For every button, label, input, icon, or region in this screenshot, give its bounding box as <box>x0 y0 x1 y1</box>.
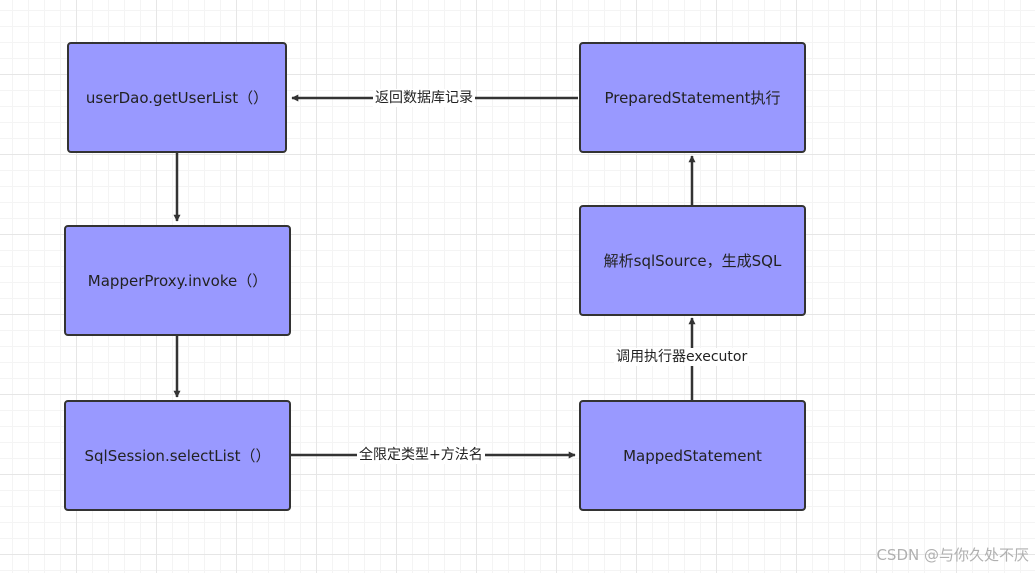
node-mappedstatement[interactable]: MappedStatement <box>579 400 806 511</box>
edge-label-call-executor: 调用执行器executor <box>614 348 750 366</box>
node-preparedstatement-execute[interactable]: PreparedStatement执行 <box>579 42 806 153</box>
node-mapperproxy-invoke[interactable]: MapperProxy.invoke（） <box>64 225 291 336</box>
node-label: 解析sqlSource，生成SQL <box>603 252 782 270</box>
node-sqlsession-selectlist[interactable]: SqlSession.selectList（） <box>64 400 291 511</box>
node-parse-sqlsource[interactable]: 解析sqlSource，生成SQL <box>579 205 806 316</box>
node-label: PreparedStatement执行 <box>604 89 781 107</box>
edge-label-full-type-method: 全限定类型+方法名 <box>357 446 485 464</box>
node-userdao-getuserlist[interactable]: userDao.getUserList（） <box>67 42 287 153</box>
node-label: SqlSession.selectList（） <box>84 447 271 465</box>
node-label: MappedStatement <box>623 446 762 465</box>
node-label: userDao.getUserList（） <box>85 89 269 107</box>
edge-label-return-records: 返回数据库记录 <box>373 89 475 107</box>
node-label: MapperProxy.invoke（） <box>87 272 268 290</box>
watermark: CSDN @与你久处不厌 <box>876 546 1029 564</box>
